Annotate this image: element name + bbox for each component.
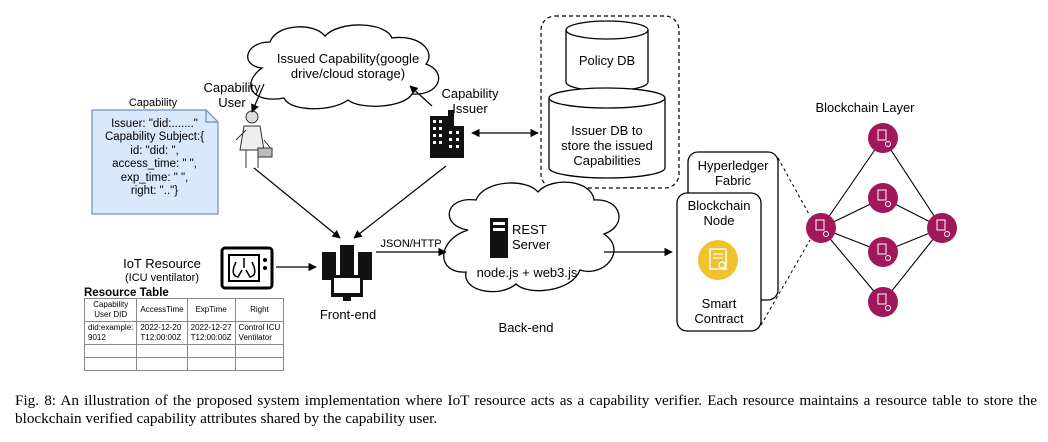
capability-user-icon (235, 110, 273, 168)
table-cell (234, 357, 285, 371)
database-container (540, 15, 680, 189)
back-end-label: Back-end (498, 320, 554, 335)
table-row (83, 344, 285, 358)
capability-document (91, 109, 219, 215)
node-layer-link (760, 239, 811, 326)
ventilator-icon (220, 246, 274, 290)
server-stack-label: node.js + web3.js (476, 265, 578, 280)
fabric-layer-link (777, 157, 811, 217)
table-header: ExpTime (186, 298, 236, 322)
blockchain-edges (820, 137, 943, 303)
capability-cloud (247, 24, 440, 110)
json-http-label: JSON/HTTP (380, 238, 442, 250)
capability-doc-text: Issuer: "did:......." Capability Subject… (104, 118, 205, 198)
table-cell (136, 357, 188, 371)
blockchain-node-1 (868, 123, 898, 153)
front-end-icon (322, 245, 372, 301)
rest-server-icon (490, 218, 508, 258)
table-header: AccessTime (136, 298, 188, 322)
issuer-frontend-arrow (353, 165, 447, 239)
table-cell (136, 344, 188, 358)
table-cell (234, 344, 285, 358)
blockchain-node-left (806, 213, 836, 243)
table-cell (83, 344, 138, 358)
blockchain-node-3 (868, 237, 898, 267)
issuer-db-cylinder (548, 87, 666, 179)
figure-caption: Fig. 8: An illustration of the proposed … (15, 392, 1037, 427)
smart-contract-icon (698, 240, 738, 280)
blockchain-node-4 (868, 287, 898, 317)
table-cell (83, 357, 138, 371)
table-cell: did:example:9012 (83, 321, 138, 345)
capability-doc-title: Capability (128, 97, 178, 109)
front-end-label: Front-end (319, 307, 377, 322)
backend-cloud (443, 181, 620, 293)
table-header: Right (234, 298, 285, 322)
user-cloud-arrow (251, 83, 265, 113)
table-row (83, 357, 285, 371)
blockchain-nodes (806, 123, 957, 317)
table-cell (186, 357, 236, 371)
iot-resource-label: IoT Resource(ICU ventilator) (123, 256, 201, 284)
blockchain-node-right (927, 213, 957, 243)
blockchain-node-2 (868, 183, 898, 213)
policy-db-label: Policy DB (578, 53, 636, 68)
user-frontend-arrow (253, 167, 341, 239)
table-cell (186, 344, 236, 358)
issuer-building-icon (430, 110, 464, 158)
issuer-cloud-arrow (409, 85, 433, 107)
blockchain-layer-label: Blockchain Layer (815, 100, 915, 115)
resource-table-title: Resource Table (84, 287, 169, 299)
